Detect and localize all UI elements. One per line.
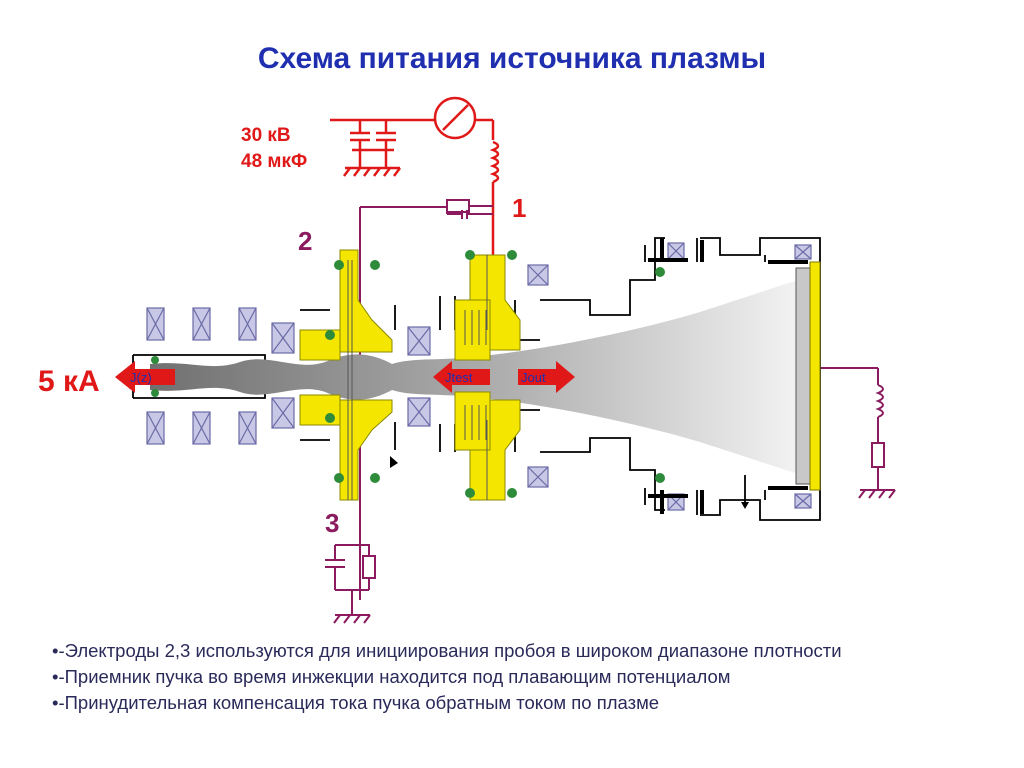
switch-icon — [433, 96, 477, 140]
label-3: 3 — [325, 508, 339, 538]
coil-icon — [146, 242, 812, 511]
bullet-item: •-Принудительная компенсация тока пучка … — [52, 692, 660, 713]
jz-arrow: J(z) — [115, 361, 175, 393]
bullet-item: •-Приемник пучка во время инжекции наход… — [52, 666, 731, 687]
current-label: 5 кА — [38, 365, 100, 398]
electrode-assembly — [299, 249, 521, 501]
svg-text:J(z): J(z) — [130, 370, 152, 385]
page-title: Схема питания источника плазмы — [257, 42, 767, 75]
jtest-arrow: Jtest — [433, 361, 490, 393]
label-2: 2 — [298, 226, 312, 256]
svg-text:Jtest: Jtest — [445, 370, 473, 385]
current-arrows: J(z) Jtest Jout — [115, 361, 575, 393]
supply-capacitance: 48 мкФ — [241, 151, 307, 172]
inductor-icon — [489, 140, 500, 184]
bullet-list: •-Электроды 2,3 используются для инициир… — [52, 638, 952, 716]
power-supply-circuit — [330, 96, 500, 330]
supply-voltage: 30 кВ — [241, 125, 291, 146]
label-1: 1 — [512, 193, 526, 223]
magnetic-coils — [146, 242, 812, 511]
flange-bars — [648, 238, 808, 514]
svg-text:Jout: Jout — [521, 370, 546, 385]
resistor-icon — [446, 199, 470, 213]
bullet-item: •-Электроды 2,3 используются для инициир… — [52, 640, 842, 661]
gas-ports — [151, 250, 665, 498]
jout-arrow: Jout — [518, 361, 575, 393]
electrode-details — [347, 255, 488, 500]
